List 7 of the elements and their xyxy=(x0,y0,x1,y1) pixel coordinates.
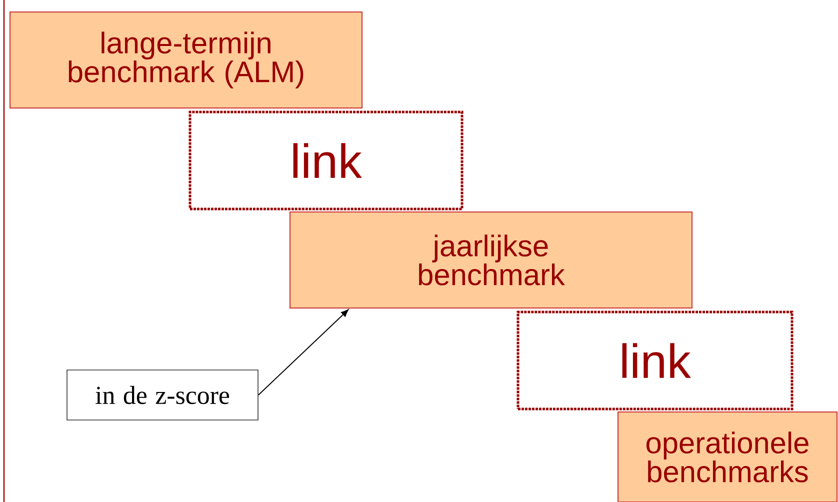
note-box: in de z-score xyxy=(66,370,258,420)
benchmark-box: jaarlijkse benchmark xyxy=(290,212,692,308)
link-box: link xyxy=(516,310,794,410)
link-box: link xyxy=(188,110,464,210)
arrow xyxy=(258,309,349,396)
benchmark-box: operationele benchmarks xyxy=(618,412,838,502)
benchmark-box: lange-termijn benchmark (ALM) xyxy=(10,12,362,108)
